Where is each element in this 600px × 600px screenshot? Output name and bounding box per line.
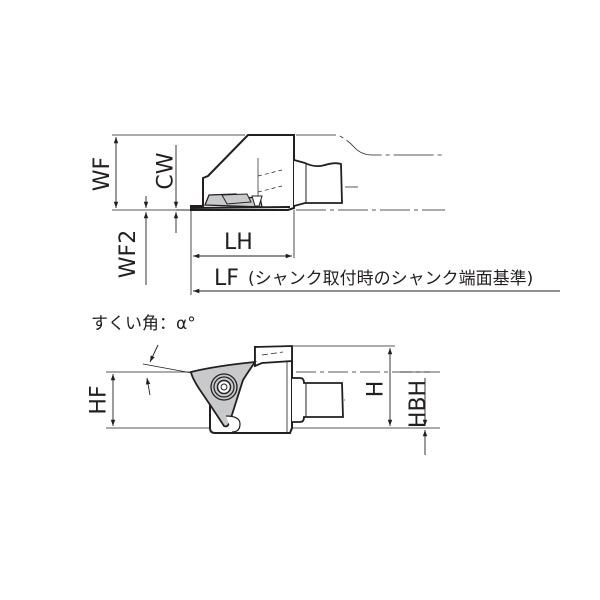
lf-note: (シャンク取付時のシャンク端面基準) [248, 269, 534, 289]
dim-label-wf2: WF2 [116, 229, 142, 279]
dim-label-lf: LF [214, 266, 239, 291]
top-view [112, 134, 445, 211]
dim-label-cw: CW [153, 152, 179, 190]
top-view-dimensions [113, 137, 560, 295]
rake-angle-label: すくい角：α° [91, 314, 196, 334]
dim-label-h: H [363, 380, 389, 398]
side-view [106, 345, 440, 434]
side-view-dimensions [110, 344, 430, 455]
dim-label-hf: HF [86, 385, 112, 415]
dim-label-wf: WF [90, 156, 116, 192]
dim-label-hbh: HBH [406, 379, 432, 429]
dim-label-lh: LH [224, 230, 253, 255]
